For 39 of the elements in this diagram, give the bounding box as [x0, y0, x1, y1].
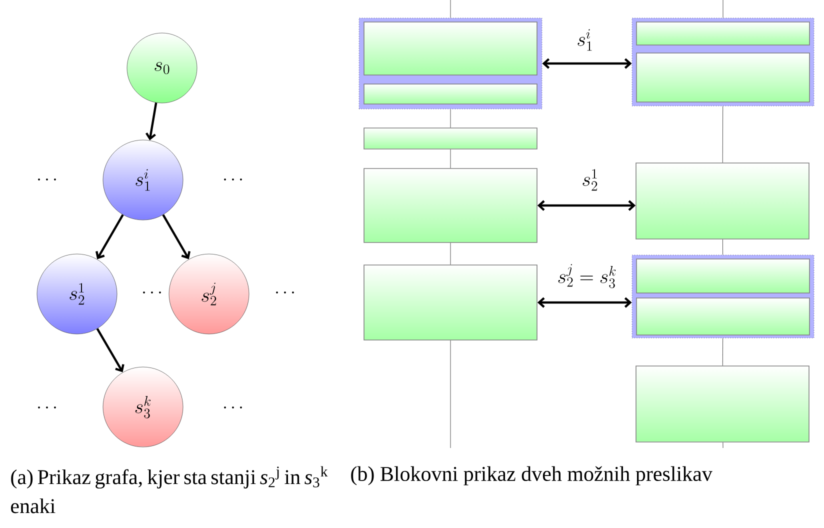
connector-line	[450, 149, 451, 168]
connector-line	[722, 0, 724, 18]
block-box	[636, 162, 810, 240]
ellipsis: $\cdots$	[224, 406, 242, 408]
block-box	[636, 22, 810, 46]
arrow	[162, 214, 190, 260]
arrow	[537, 200, 636, 211]
edge-label: $s_2^1$	[580, 168, 600, 192]
ellipsis: $\cdots$	[143, 292, 161, 294]
edge-label: $s_1^i$	[576, 28, 594, 52]
subcaption: (b) Blokovni prikaz dveh možnih preslikav	[351, 466, 712, 486]
subcaption: (a) Prikaz grafa, kjer sta stanji s$_{2}$$^{j}$ in s$_{3}$k enaki	[11, 466, 328, 514]
arrow	[145, 102, 158, 140]
connector-line	[722, 239, 724, 256]
block-box	[636, 258, 810, 294]
connector-line	[450, 340, 451, 448]
connector-line	[450, 0, 451, 18]
ellipsis: $\cdots$	[276, 292, 294, 294]
block-box	[364, 128, 538, 150]
arrow	[96, 328, 124, 372]
ellipsis: $\cdots$	[38, 406, 56, 408]
block-box	[364, 264, 538, 340]
connector-line	[450, 108, 451, 128]
arrow	[542, 58, 632, 69]
arrow	[96, 214, 124, 260]
ellipsis: $\cdots$	[38, 178, 56, 180]
connector-line	[450, 242, 451, 265]
arrow	[537, 297, 632, 308]
ellipsis: $\cdots$	[224, 178, 242, 180]
block-box	[636, 52, 810, 102]
block-box	[636, 366, 810, 442]
block-box	[364, 84, 538, 104]
block-box	[636, 298, 810, 336]
block-box	[364, 168, 538, 243]
connector-line	[722, 106, 724, 163]
edge-label: $s_2^j = s_3^k$	[556, 263, 618, 289]
connector-line	[722, 442, 724, 448]
block-box	[364, 22, 538, 76]
connector-line	[722, 338, 724, 366]
